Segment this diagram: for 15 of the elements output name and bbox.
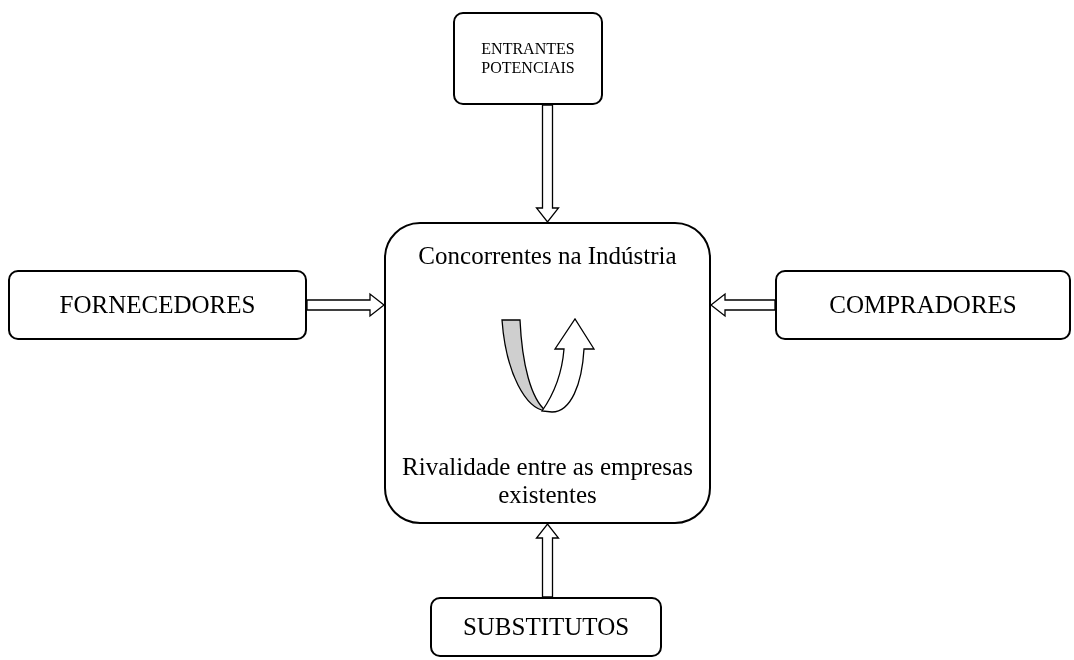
- block-arrow: [535, 522, 560, 598]
- force-box: [430, 597, 662, 657]
- box-label: ENTRANTES POTENCIAIS: [480, 40, 576, 77]
- force-box: [8, 270, 307, 340]
- box-label: COMPRADORES: [829, 290, 1017, 320]
- block-arrow: [535, 104, 560, 224]
- force-box: [453, 12, 603, 105]
- box-caption: Rivalidade entre as empresas existentes: [401, 452, 694, 510]
- box-label: SUBSTITUTOS: [462, 612, 630, 642]
- block-arrow: [306, 292, 386, 318]
- force-box: [775, 270, 1071, 340]
- box-heading: Concorrentes na Indústria: [418, 242, 677, 271]
- block-arrow: [709, 292, 776, 318]
- central-box: [384, 222, 711, 524]
- box-label: FORNECEDORES: [59, 290, 256, 320]
